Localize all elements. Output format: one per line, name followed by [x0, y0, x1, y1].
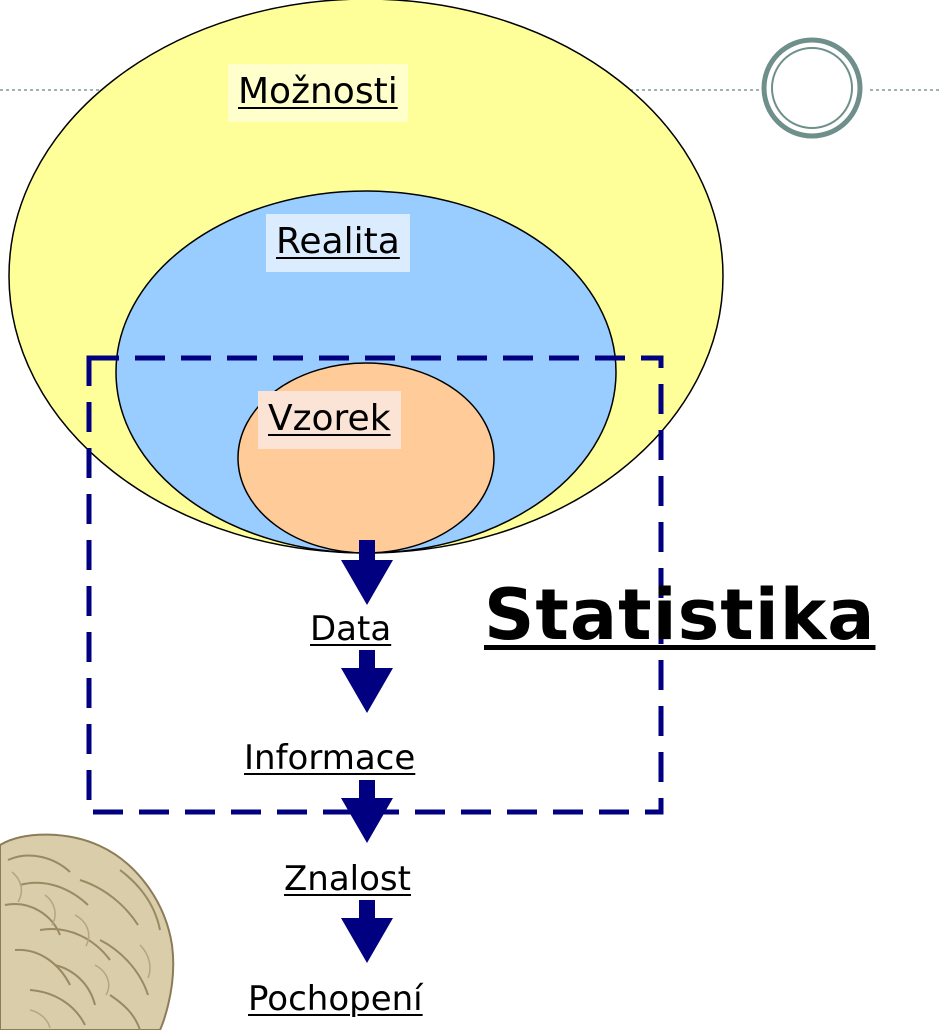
flow-step-informace: Informace: [242, 738, 418, 778]
brain-icon: [0, 833, 175, 1030]
diagram-title: Statistika: [484, 574, 876, 656]
flow-step-pochopeni: Pochopení: [246, 979, 425, 1019]
arrow-data-to-informace: [341, 650, 393, 713]
arrow-informace-to-znalost: [341, 780, 393, 843]
middle-label: Realita: [266, 214, 410, 272]
inner-label: Vzorek: [258, 391, 401, 449]
arrow-znalost-to-pochopeni: [341, 900, 393, 963]
flow-step-data: Data: [308, 609, 394, 649]
outer-label: Možnosti: [228, 64, 408, 122]
ring-icon: [761, 37, 863, 139]
flow-step-znalost: Znalost: [282, 859, 413, 899]
arrow-vzorek-to-data: [341, 540, 393, 605]
statistics-frame: [86, 355, 664, 815]
